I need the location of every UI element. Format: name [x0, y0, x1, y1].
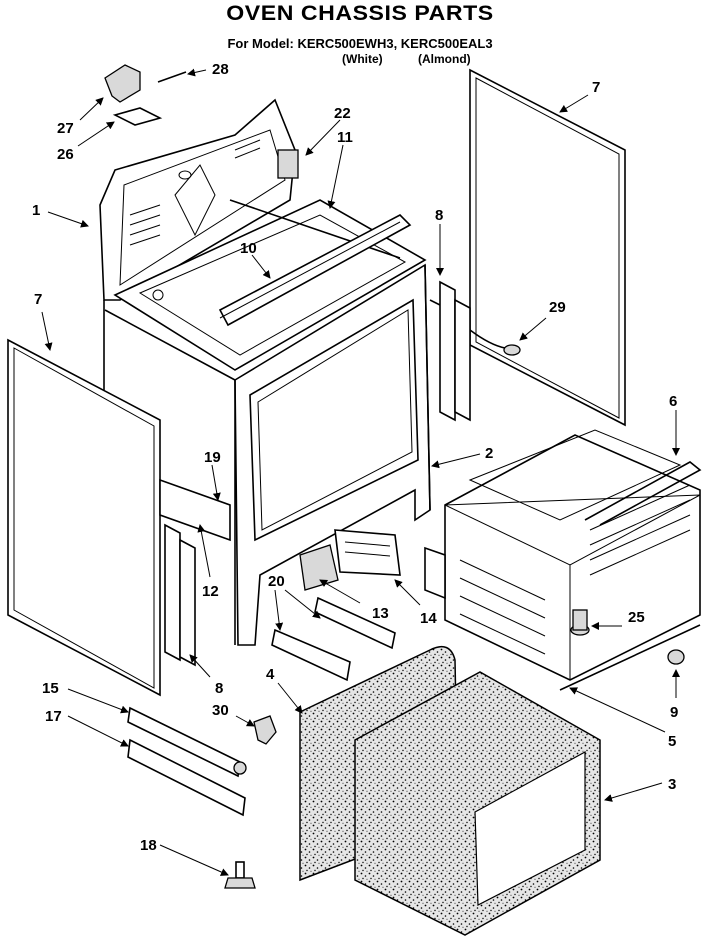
- bottom-brackets: [271, 596, 396, 682]
- side-bracket-right: [439, 280, 471, 422]
- part-number-14: 14: [420, 610, 437, 627]
- variant-white: (White): [342, 52, 383, 66]
- part-number-13: 13: [372, 605, 389, 622]
- part-number-11: 11: [337, 129, 353, 146]
- part-number-9: 9: [670, 704, 678, 721]
- model-line: For Model: KERC500EWH3, KERC500EAL3: [227, 36, 493, 51]
- part-number-18: 18: [140, 837, 157, 854]
- part-number-29: 29: [549, 299, 566, 316]
- oven-cavity: [424, 429, 702, 691]
- insulation-blanket-front: [354, 671, 601, 936]
- part-number-5: 5: [668, 733, 676, 750]
- rails: [127, 706, 247, 817]
- part-number-17: 17: [45, 708, 62, 725]
- variant-almond: (Almond): [418, 52, 471, 66]
- part-number-8-right: 8: [435, 207, 443, 224]
- part-number-22: 22: [334, 105, 351, 122]
- part-number-4: 4: [266, 666, 275, 683]
- terminal-plug: [469, 329, 521, 356]
- part-number-26: 26: [57, 146, 74, 163]
- part-number-labels: 1 2 3 4 5 6 7 7 8 8 9 10 11 12 13 14 15 …: [32, 61, 678, 854]
- part-number-25: 25: [628, 609, 645, 626]
- side-panel-left: [7, 338, 161, 697]
- part-number-27: 27: [57, 120, 74, 137]
- diagram-title: OVEN CHASSIS PARTS: [226, 2, 494, 25]
- part-number-19: 19: [204, 449, 221, 466]
- part-number-12: 12: [202, 583, 219, 600]
- small-hardware: [104, 64, 187, 126]
- front-bracket: [218, 214, 412, 327]
- leveling-leg: [224, 861, 256, 889]
- chassis-front-frame: [104, 263, 471, 646]
- part-number-15: 15: [42, 680, 59, 697]
- control-module: [299, 529, 401, 591]
- part-number-1: 1: [32, 202, 40, 219]
- part-number-20: 20: [268, 573, 285, 590]
- leader-lines: [41, 68, 680, 876]
- part-number-10: 10: [240, 240, 257, 257]
- part-number-6: 6: [669, 393, 677, 410]
- part-number-7-right: 7: [592, 79, 600, 96]
- part-number-28: 28: [212, 61, 229, 78]
- part-number-3: 3: [668, 776, 676, 793]
- rear-frame: [99, 98, 299, 390]
- part-number-30: 30: [212, 702, 229, 719]
- side-panel-right: [469, 68, 626, 427]
- part-number-2: 2: [485, 445, 493, 462]
- part-number-7-left: 7: [34, 291, 42, 308]
- leveling-leg-cap: [253, 715, 277, 745]
- part-number-8-left: 8: [215, 680, 223, 697]
- side-bracket-left: [159, 478, 231, 667]
